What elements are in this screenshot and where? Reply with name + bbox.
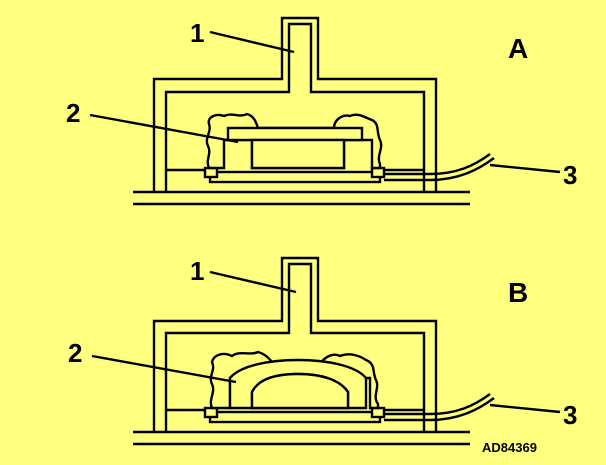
panel-a-callout-2: 2 [66, 98, 80, 128]
panel-b-foot-left [203, 406, 219, 419]
panel-a [133, 16, 495, 206]
panel-a-component [226, 126, 364, 142]
panel-a-leaders [89, 30, 561, 174]
panel-b-leader-1 [209, 270, 297, 294]
panel-a-substrate [208, 170, 382, 184]
figure-code: AD84369 [482, 440, 537, 455]
panel-b-component-dome-inner [250, 372, 350, 410]
panel-b-callout-3: 3 [563, 400, 577, 430]
panel-b-callout-2: 2 [68, 338, 82, 368]
panel-a-housing-inner [164, 22, 426, 192]
panel-a-leader-2 [89, 113, 239, 144]
panel-a-foot-left [203, 166, 219, 179]
panel-b-cable-2 [384, 397, 495, 422]
panel-a-cable [384, 153, 491, 176]
panel-a-callout-1: 1 [190, 18, 204, 48]
panel-a-foot-right [370, 166, 386, 179]
panel-a-label: A [508, 33, 528, 64]
panel-b-foot-right [370, 406, 386, 419]
panel-a-callout-3: 3 [563, 160, 577, 190]
panel-b-leader-2 [91, 354, 237, 384]
panel-a-leader-1 [209, 30, 295, 54]
panel-b-leaders [91, 270, 561, 414]
panel-a-component-inner [250, 138, 346, 170]
panel-b-substrate [208, 410, 382, 424]
panel-b-callout-1: 1 [190, 256, 204, 286]
panel-b-leader-3 [489, 403, 561, 414]
panel-b [133, 256, 495, 446]
panel-b-label: B [508, 277, 528, 308]
panel-a-leader-3 [489, 163, 561, 174]
panel-a-cable-2 [384, 157, 495, 182]
panel-b-cable [384, 393, 491, 416]
